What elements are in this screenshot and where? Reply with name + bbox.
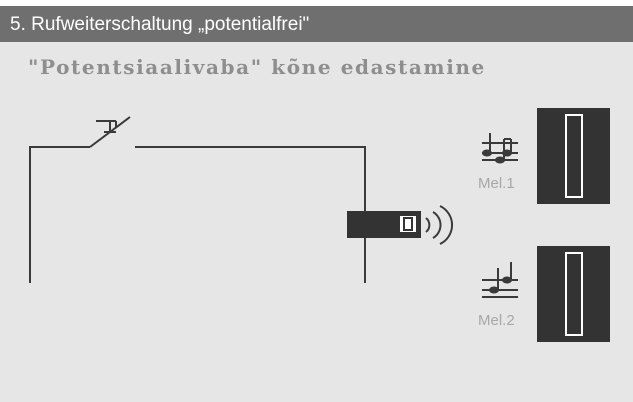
melody-label-2: Mel.2	[478, 312, 515, 329]
wiring	[29, 146, 366, 283]
music-notes-icon	[482, 133, 518, 164]
header-bar: 5. Rufweiterschaltung „potentialfrei"	[0, 0, 633, 42]
door-station-panel	[537, 246, 610, 342]
music-notes-icon	[482, 262, 518, 298]
melody-label-1: Mel.1	[478, 175, 515, 192]
call-forwarding-module	[347, 211, 421, 238]
page-title: 5. Rufweiterschaltung „potentialfrei"	[10, 14, 310, 35]
push-button-switch	[89, 116, 131, 148]
door-station-panel	[537, 108, 610, 204]
sound-waves-icon	[425, 205, 453, 245]
subtitle: "Potentsiaalivaba" kõne edastamine	[28, 55, 486, 79]
